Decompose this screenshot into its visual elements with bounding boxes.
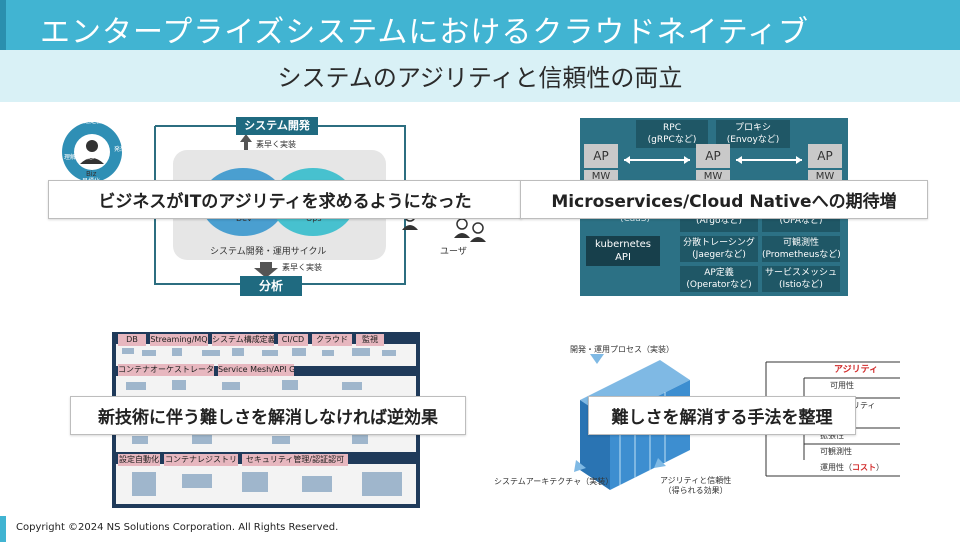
tag-cloud: クラウド bbox=[312, 334, 352, 346]
ap-box-2: AP bbox=[696, 144, 730, 168]
process-label: 開発・運用プロセス（実装） bbox=[570, 345, 674, 354]
biz-label: Biz bbox=[86, 170, 97, 178]
operator-cell: AP定義 (Operatorなど) bbox=[680, 266, 758, 292]
observability-label: 可観測性 bbox=[820, 447, 852, 456]
microservices-panel: RPC (gRPCなど) プロキシ (Envoyなど) AP MW AP MW … bbox=[580, 118, 848, 296]
tag-service-mesh: Service Mesh/API GW bbox=[218, 364, 294, 376]
user-label-outer: ユーザ bbox=[440, 247, 467, 257]
reliability-partial-label: リティ bbox=[852, 401, 876, 410]
kubernetes-api-box: kubernetes API bbox=[586, 236, 660, 266]
fast-implement-label-bottom: 素早く実装 bbox=[282, 263, 322, 272]
tag-security: セキュリティ管理/認証認可 bbox=[242, 454, 348, 466]
availability-label: 可用性 bbox=[830, 381, 854, 390]
tag-monitoring: 監視 bbox=[356, 334, 384, 346]
effect-label: アジリティと信頼性 （得られる効果） bbox=[660, 476, 732, 495]
tag-cicd: CI/CD bbox=[278, 334, 308, 346]
copyright: Copyright ©2024 NS Solutions Corporation… bbox=[16, 522, 339, 533]
callout-microservices: Microservices/Cloud Nativeへの期待増 bbox=[520, 180, 928, 219]
footer-accent bbox=[0, 516, 6, 542]
jaeger-cell: 分散トレーシング (Jaegerなど) bbox=[680, 236, 758, 262]
landscape-logo-grid bbox=[116, 344, 416, 504]
ring-label-1: 問題定義 bbox=[78, 118, 103, 125]
callout-organize-methods: 難しさを解消する手法を整理 bbox=[588, 396, 856, 435]
cycle-label: システム開発・運用サイクル bbox=[210, 247, 327, 257]
rpc-box: RPC (gRPCなど) bbox=[636, 120, 708, 148]
caas-label: (CaaS) bbox=[619, 214, 651, 224]
tag-container-registry: コンテナレジストリ bbox=[164, 454, 238, 466]
istio-cell: サービスメッシュ (Istioなど) bbox=[762, 266, 840, 292]
ap-box-3: AP bbox=[808, 144, 842, 168]
slide-subtitle: システムのアジリティと信頼性の両立 bbox=[277, 64, 683, 92]
title-bar bbox=[0, 0, 960, 50]
title-accent bbox=[0, 0, 6, 50]
agility-label: アジリティ bbox=[834, 365, 879, 375]
fast-implement-label-top: 素早く実装 bbox=[256, 140, 296, 149]
callout-new-tech-difficulty: 新技術に伴う難しさを解消しなければ逆効果 bbox=[70, 396, 466, 435]
tag-orchestrator: コンテナオーケストレータ bbox=[118, 364, 214, 376]
operability-label: 運用性（コスト） bbox=[820, 462, 884, 473]
tag-config-automation: 設定自動化 bbox=[118, 454, 160, 466]
tag-streaming: Streaming/MQ bbox=[150, 334, 208, 346]
prometheus-cell: 可観測性 (Prometheusなど) bbox=[762, 236, 840, 262]
callout-business-agility: ビジネスがITのアジリティを求めるようになった bbox=[48, 180, 522, 219]
connection-arrows bbox=[624, 156, 802, 164]
slide-title: エンタープライズシステムにおけるクラウドネイティブ bbox=[40, 15, 809, 50]
proxy-box: プロキシ (Envoyなど) bbox=[716, 120, 790, 148]
scalability-label: 拡張性 bbox=[820, 431, 844, 440]
ap-box-1: AP bbox=[584, 144, 618, 168]
ring-label-3: 理解・共感 bbox=[64, 154, 95, 161]
analysis-box: 分析 bbox=[240, 276, 302, 296]
tag-system-config: システム構成定義 bbox=[212, 334, 274, 346]
architecture-label: システムアーキテクチャ（実装） bbox=[494, 477, 614, 486]
system-dev-box: システム開発 bbox=[236, 117, 318, 135]
tag-db: DB bbox=[118, 334, 146, 346]
subtitle-bar bbox=[0, 50, 960, 102]
operability-suffix: ） bbox=[876, 463, 884, 472]
cost-word: コスト bbox=[852, 463, 876, 472]
ring-label-2: 発想 bbox=[114, 146, 127, 153]
user-icon bbox=[454, 218, 486, 242]
operability-prefix: 運用性（ bbox=[820, 463, 852, 472]
